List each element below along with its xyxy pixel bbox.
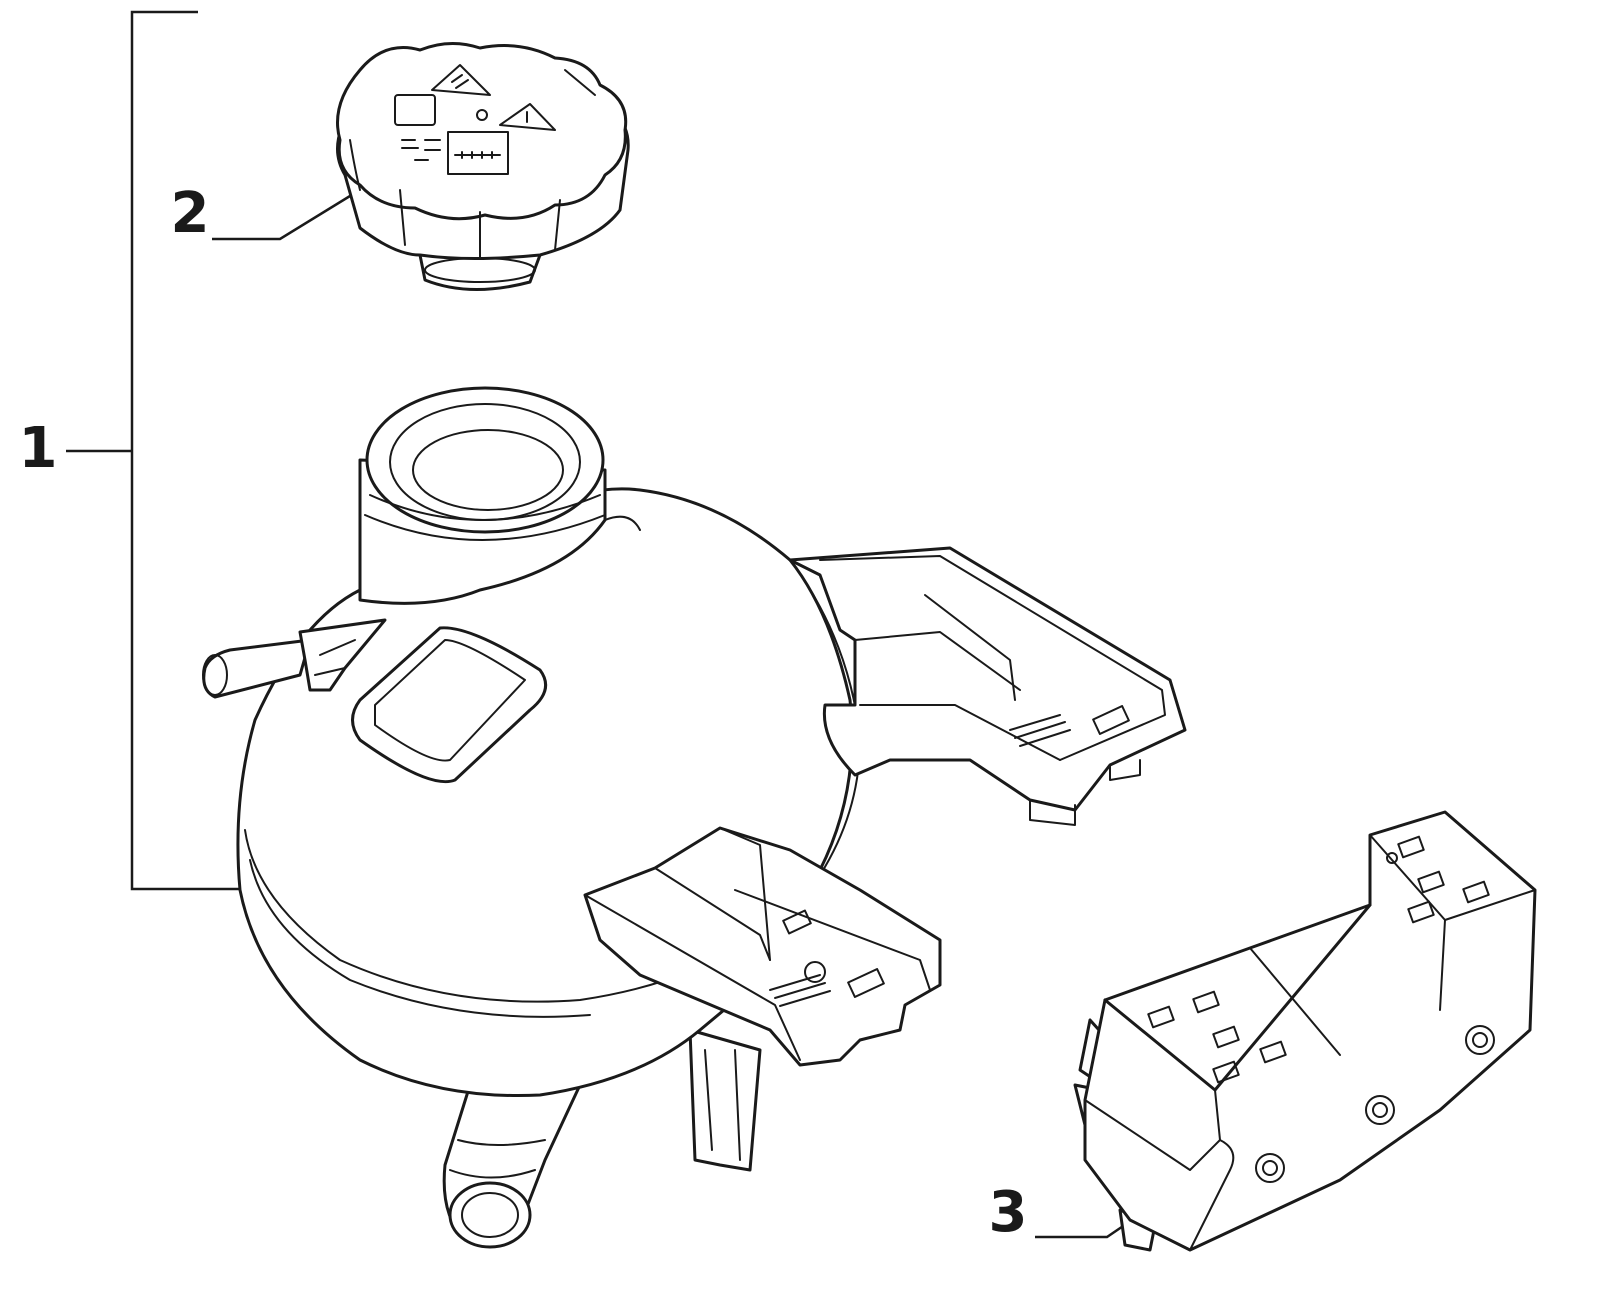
callout-2-label: 2 [171, 181, 210, 246]
callout-2-leader [212, 194, 351, 241]
callout-1-bracket [66, 10, 240, 891]
expansion-tank-assembly-icon [202, 386, 1187, 1249]
callout-3-label: 3 [989, 1180, 1028, 1245]
pressure-cap-icon [336, 42, 630, 292]
mounting-bracket-icon [1073, 810, 1537, 1252]
callout-1-label: 1 [19, 416, 58, 481]
callout-3-leader [1035, 1218, 1133, 1239]
